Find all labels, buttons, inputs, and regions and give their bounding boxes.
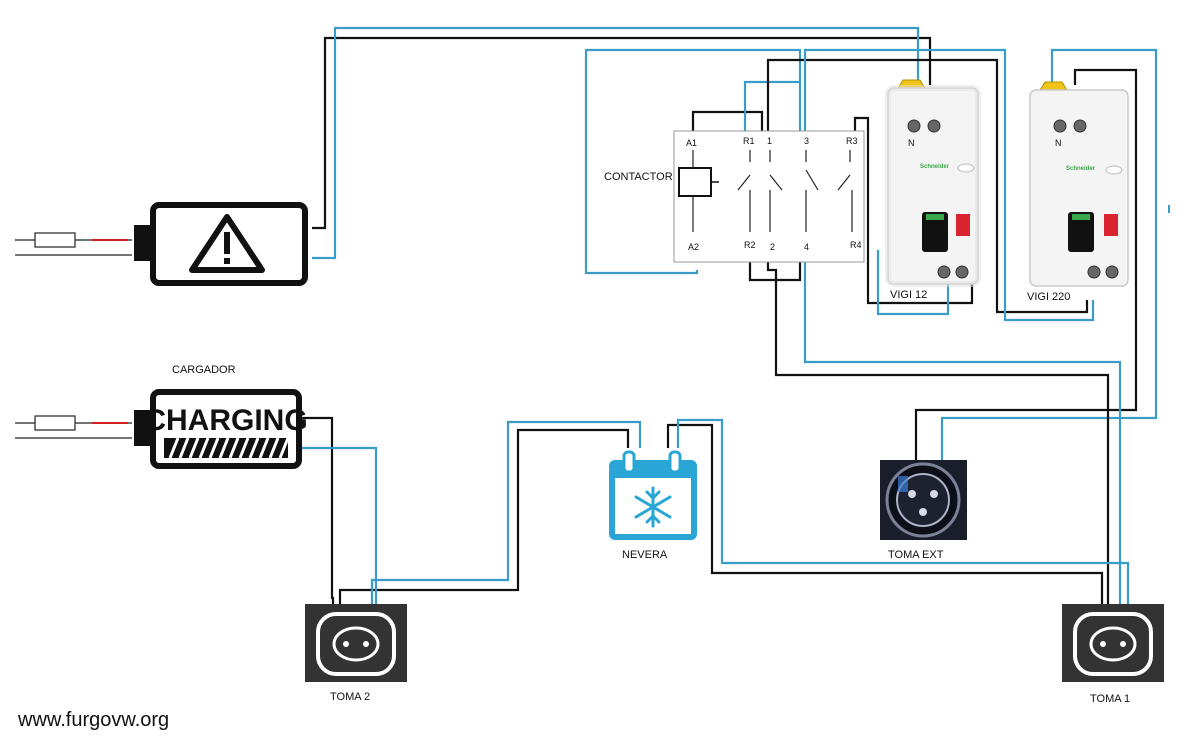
website-watermark: www.furgovw.org <box>17 709 169 731</box>
svg-text:R4: R4 <box>850 240 862 250</box>
wire-fridge-toma2-live <box>338 428 630 605</box>
breaker-vigi220: N Schneider VIGI 220 <box>1027 81 1129 303</box>
toma-2: TOMA 2 <box>305 604 407 703</box>
nevera-label: NEVERA <box>622 549 668 561</box>
breaker-brand: Schneider <box>1066 166 1096 172</box>
charger-battery: CHARGING <box>134 389 308 469</box>
wire-coil-loop <box>584 48 802 275</box>
svg-text:3: 3 <box>804 136 809 146</box>
charging-text: CHARGING <box>144 404 307 437</box>
vigi12-label: VIGI 12 <box>890 289 927 301</box>
breaker-toggle <box>922 212 948 252</box>
wire-1 <box>766 58 1089 314</box>
fuse-battery <box>34 232 76 248</box>
breaker-n-label: N <box>908 138 915 148</box>
cargador-label: CARGADOR <box>172 364 236 376</box>
wire-fridge-toma2-neutral <box>370 420 642 605</box>
socket-icon <box>316 612 396 676</box>
wire-battery-neutral <box>312 26 920 260</box>
snowflake-icon <box>634 486 672 528</box>
toma2-label: TOMA 2 <box>330 691 370 703</box>
toma-ext-label: TOMA EXT <box>888 549 944 561</box>
wires <box>15 26 1158 605</box>
breaker-test-button <box>1104 214 1118 236</box>
svg-text:A2: A2 <box>688 242 699 252</box>
svg-text:2: 2 <box>770 242 775 252</box>
charging-stripes <box>164 437 290 459</box>
wire-2-toma1 <box>766 262 1110 605</box>
wire-charger-live <box>302 416 335 605</box>
wire-fridge-toma1-live <box>666 423 1104 605</box>
wire-fridge-toma1-neutral <box>676 418 1130 605</box>
wire-vigi220-neutral <box>940 48 1158 462</box>
breaker-test-button <box>956 214 970 236</box>
breaker-toggle <box>1068 212 1094 252</box>
svg-text:A1: A1 <box>686 138 697 148</box>
breaker-vigi12: N Schneider VIGI 12 <box>885 79 981 301</box>
breaker-n-label: N <box>1055 138 1062 148</box>
contactor-coil <box>678 167 712 197</box>
wire-charger-neutral <box>302 446 378 605</box>
warning-icon <box>189 214 265 273</box>
contactor-terminal-labels: A1 R1 1 3 R3 A2 R2 2 4 R4 <box>686 136 862 252</box>
battery-warning <box>134 202 308 286</box>
wire-a1 <box>691 110 764 132</box>
breaker-brand: Schneider <box>920 164 950 170</box>
contactor: CONTACTOR A1 R1 1 3 R3 A2 R2 2 4 R4 <box>604 130 865 263</box>
toma-ext: TOMA EXT <box>880 460 967 561</box>
svg-text:R2: R2 <box>744 240 756 250</box>
contactor-label: CONTACTOR <box>604 171 673 183</box>
vigi220-label: VIGI 220 <box>1027 291 1070 303</box>
wire-r2 <box>748 262 802 282</box>
fuse-charger <box>34 415 76 431</box>
svg-text:R1: R1 <box>743 136 755 146</box>
svg-text:1: 1 <box>767 136 772 146</box>
wire-4-toma1 <box>803 262 1122 605</box>
wire-r3 <box>853 116 974 305</box>
wire-vigi12-out <box>876 250 950 316</box>
svg-text:4: 4 <box>804 242 809 252</box>
wire-3 <box>803 48 1095 322</box>
toma1-label: TOMA 1 <box>1090 693 1130 705</box>
contactor-switches <box>737 150 853 232</box>
plug-socket-icon <box>896 473 950 527</box>
wire-vigi220-live <box>914 68 1138 462</box>
svg-text:R3: R3 <box>846 136 858 146</box>
wire-r1 <box>743 80 800 132</box>
wire-battery-live <box>312 36 932 230</box>
socket-icon <box>1073 612 1153 676</box>
toma-1: TOMA 1 <box>1062 604 1164 705</box>
nevera: NEVERA <box>609 450 697 561</box>
